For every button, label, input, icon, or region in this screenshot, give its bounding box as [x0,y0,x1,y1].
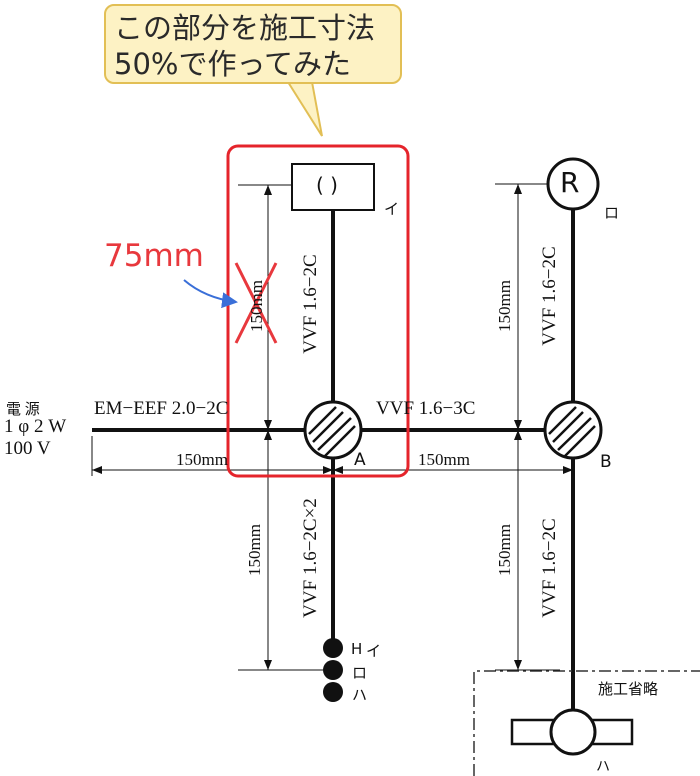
omitted-region-border [473,670,700,776]
cable-a-to-switch: VVF 1.6−2C×2 [300,498,321,618]
source-label-3: 100 V [4,438,51,459]
lamp-i-symbol: ( ) [316,173,338,197]
dimension-struck: 150mm [247,280,266,332]
new-dimension-label: 75mm [104,238,204,274]
source-label-2: 1 φ 2 W [4,416,67,437]
cable-source-to-a: EM−EEF 2.0−2C [94,398,229,419]
cable-a-to-b: VVF 1.6−3C [376,398,476,419]
box-a-label: A [354,450,366,470]
switch-h-label: H [351,640,363,658]
switch-ro-label: ロ [352,664,368,682]
junction-box-a [303,400,363,460]
lamp-ha-label: ハ [596,759,610,775]
switch-group [323,638,343,702]
cable-b-to-ro: VVF 1.6−2C [539,246,560,346]
dimension-arrow-ticks [92,184,573,670]
callout-line-2: 50%で作ってみた [114,47,352,81]
callout-tail [287,81,323,137]
strike-x [234,262,278,344]
switch-ha-label: ハ [352,686,368,704]
callout-line-1: この部分を施工寸法 [114,11,376,45]
cable-a-to-i: VVF 1.6−2C [300,254,321,354]
lamp-ro-label: ロ [604,204,620,222]
omitted-label: 施工省略 [598,680,659,698]
receptacle-symbol: R [560,166,580,199]
source-label-1: 電 源 [6,402,40,418]
dimension-b-to-ha: 150mm [495,524,514,576]
dimension-b-to-ro: 150mm [495,280,514,332]
highlight-region [226,144,410,478]
dimension-a-to-switch: 150mm [245,524,264,576]
lamp-i-box [291,163,375,211]
dimension-source-to-a: 150mm [176,450,228,469]
annotation-arrow [183,279,238,309]
box-b-label: B [600,452,612,472]
cable-b-to-ha: VVF 1.6−2C [539,518,560,618]
dimension-lines [91,183,574,671]
lamp-ha-fixture [510,708,634,756]
callout-bubble: この部分を施工寸法 50%で作ってみた [104,4,402,84]
switch-i-label: イ [366,642,382,660]
lamp-i-label: イ [384,200,400,218]
dimension-a-to-b: 150mm [418,450,470,469]
junction-box-b [543,400,603,460]
